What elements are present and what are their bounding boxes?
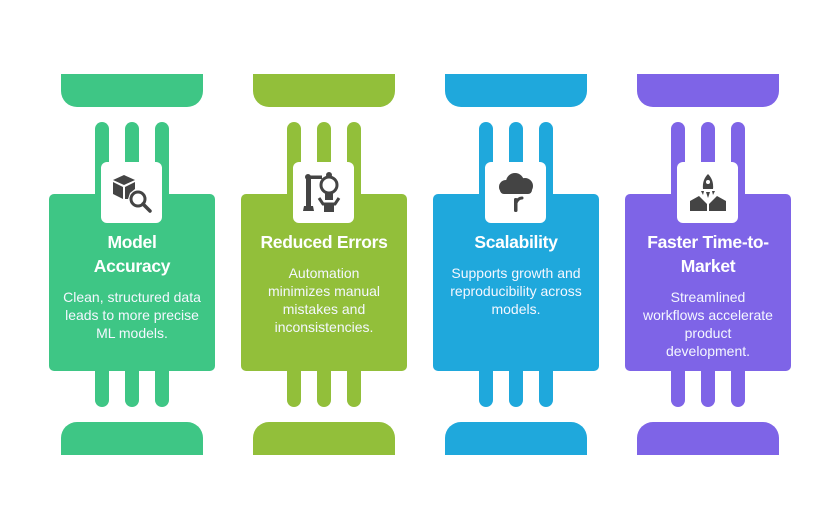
pillar-bar (125, 365, 139, 407)
pillar-column-scalability: Scalability Supports growth and reproduc… (433, 0, 599, 505)
pillar-bar (539, 365, 553, 407)
card-title: Reduced Errors (260, 232, 388, 252)
pillar-bar (287, 365, 301, 407)
growing-tree-icon (498, 172, 533, 212)
robot-arm-icon (302, 171, 340, 212)
card-description: Automation minimizes manual mistakes and… (267, 265, 381, 335)
bottom-cap (637, 422, 779, 455)
icon-box (293, 162, 354, 223)
top-cap (61, 74, 203, 107)
card-model-accuracy: Model Accuracy Clean, structured data le… (49, 194, 215, 371)
rocket-launch-icon (689, 173, 726, 211)
pillar-column-faster-time-to-market: Faster Time-to-Market Streamlined workfl… (625, 0, 791, 505)
icon-box (677, 162, 738, 223)
card-scalability: Scalability Supports growth and reproduc… (433, 194, 599, 371)
top-cap (253, 74, 395, 107)
icon-box (485, 162, 546, 223)
bottom-cap (253, 422, 395, 455)
cube-magnifier-icon (112, 174, 152, 213)
card-title: Model Accuracy (93, 232, 171, 276)
pillar-bar (701, 365, 715, 407)
pillar-bar (671, 365, 685, 407)
card-description: Supports growth and reproducibility acro… (450, 265, 582, 317)
pillar-column-reduced-errors: Reduced Errors Automation minimizes manu… (241, 0, 407, 505)
card-description: Clean, structured data leads to more pre… (63, 289, 201, 341)
pillar-bar (95, 365, 109, 407)
card-title: Faster Time-to-Market (647, 232, 769, 276)
pillar-bar (479, 365, 493, 407)
pillar-bar (317, 365, 331, 407)
top-cap (637, 74, 779, 107)
icon-box (101, 162, 162, 223)
pillar-bar (155, 365, 169, 407)
bottom-cap (445, 422, 587, 455)
card-reduced-errors: Reduced Errors Automation minimizes manu… (241, 194, 407, 371)
bottom-cap (61, 422, 203, 455)
card-title: Scalability (474, 232, 558, 252)
card-faster-time-to-market: Faster Time-to-Market Streamlined workfl… (625, 194, 791, 371)
top-cap (445, 74, 587, 107)
pillar-bar (731, 365, 745, 407)
pillar-bar (509, 365, 523, 407)
card-description: Streamlined workflows accelerate product… (643, 289, 773, 359)
pillar-bar (347, 365, 361, 407)
pillar-column-model-accuracy: Model Accuracy Clean, structured data le… (49, 0, 215, 505)
